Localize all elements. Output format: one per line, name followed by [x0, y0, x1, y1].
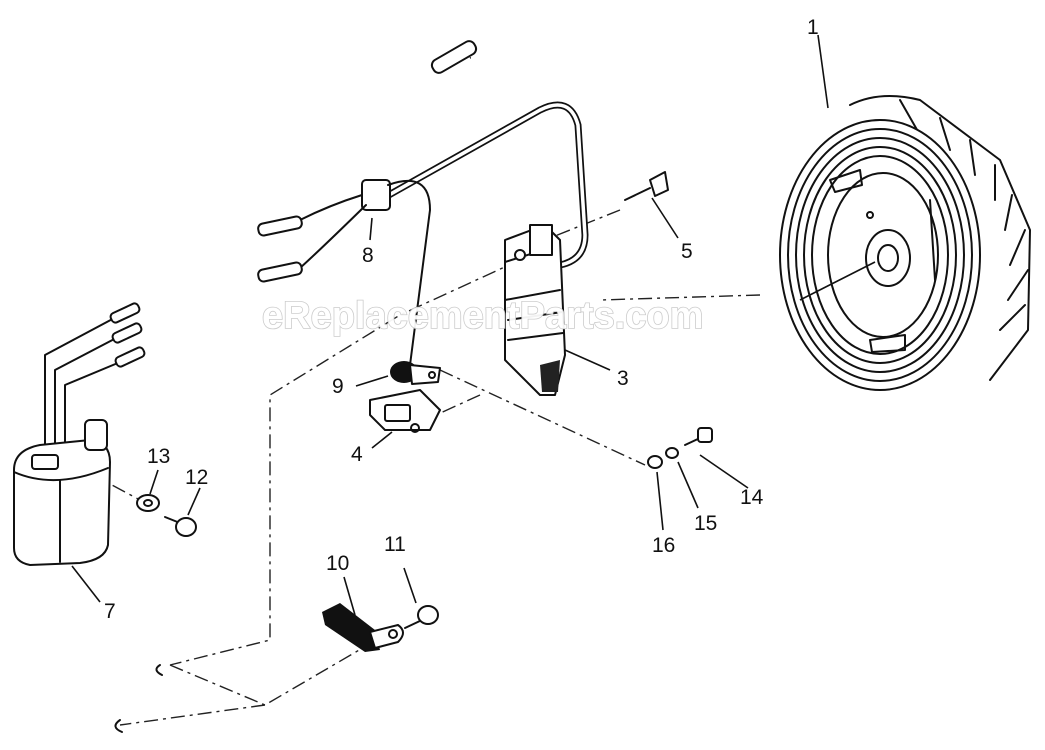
bracket-part-4 [369, 389, 441, 433]
callout-3: 3 [617, 367, 629, 390]
ignition-coil-part-7 [13, 302, 146, 566]
wire-clips [114, 664, 163, 733]
callout-5: 5 [681, 240, 693, 263]
callout-numbers: 1 3 4 5 7 8 9 10 11 12 13 14 15 16 [104, 16, 819, 623]
callout-leader-lines [71, 34, 829, 616]
callout-7: 7 [104, 600, 116, 623]
screw-part-12 [164, 516, 197, 537]
callout-13: 13 [147, 445, 170, 468]
callout-1: 1 [807, 16, 819, 39]
callout-14: 14 [740, 486, 764, 509]
screw-part-5 [624, 171, 669, 201]
washer-part-15 [665, 447, 679, 459]
flywheel-part-1 [779, 95, 1031, 391]
callout-16: 16 [652, 534, 675, 557]
callout-12: 12 [185, 466, 208, 489]
module-wire [378, 101, 589, 269]
washer-part-16 [647, 455, 663, 469]
ignition-lead-wire [93, 40, 478, 431]
screw-part-14 [684, 427, 713, 446]
callout-9: 9 [332, 375, 344, 398]
callout-8: 8 [362, 244, 374, 267]
callout-11: 11 [384, 533, 406, 556]
callout-10: 10 [326, 552, 349, 575]
part-9 [390, 361, 441, 385]
ground-tab-part-10 [322, 603, 404, 652]
washer-part-13 [136, 494, 160, 512]
ignition-module-part-3 [504, 224, 566, 396]
screw-part-11 [404, 605, 439, 629]
watermark-text: eReplacementParts.com [262, 295, 703, 337]
callout-4: 4 [351, 443, 363, 466]
wire-connector-part-8 [257, 179, 431, 366]
callout-15: 15 [694, 512, 717, 535]
